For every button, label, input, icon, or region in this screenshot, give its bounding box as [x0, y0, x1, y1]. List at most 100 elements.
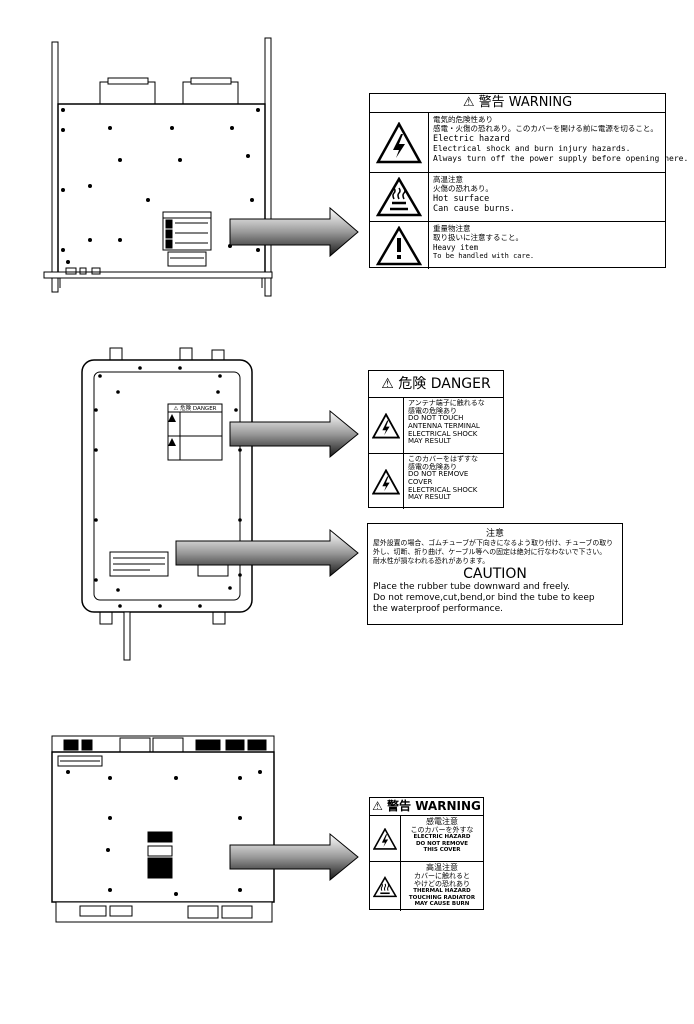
screw-dot — [238, 518, 242, 522]
danger-line: 感電の危険あり — [408, 406, 457, 415]
danger-line: ANTENNA TERMINAL — [408, 422, 480, 431]
screw-dot — [94, 448, 98, 452]
screw-dot — [118, 158, 122, 162]
screw-dot — [138, 366, 142, 370]
caution-title: CAUTION — [463, 565, 527, 582]
warning-1-line: 電気的危険性あり — [433, 115, 493, 124]
hot-surface-icon — [370, 862, 401, 911]
danger-line: DO NOT TOUCH — [408, 414, 464, 423]
danger-label: ⚠ 危険 DANGER アンテナ端子に触れるな 感電の危険あり DO NOT T… — [368, 370, 504, 509]
unit-2-drawing — [81, 347, 253, 661]
screw-dot — [118, 238, 122, 242]
caution-label: 注意 屋外設置の場合、ゴムチューブが下向きになるよう取り付け、チューブの取り 外… — [367, 523, 623, 625]
screw-dot — [178, 158, 182, 162]
screw-dot — [228, 586, 232, 590]
electric-shock-icon — [369, 398, 404, 453]
warning-2-line: TOUCHING RADIATOR — [408, 894, 476, 901]
warning-1-line: Can cause burns. — [433, 204, 515, 215]
warning-1-row-electric: 電気的危険性あり 感電・火傷の恐れあり。このカバーを開ける前に電源を切ること。 … — [370, 113, 688, 173]
screw-dot — [174, 776, 178, 780]
danger-line: アンテナ端子に触れるな — [408, 399, 485, 407]
electric-shock-icon — [370, 113, 429, 172]
warning-2-line: 高温注意 — [426, 863, 458, 872]
warning-2-row-hot: 高温注意 カバーに触れると やけどの恐れあり THERMAL HAZARD TO… — [370, 862, 483, 911]
screw-dot — [238, 776, 242, 780]
screw-dot — [88, 184, 92, 188]
screw-dot — [230, 126, 234, 130]
screw-dot — [61, 128, 65, 132]
warning-1-line: Heavy item — [433, 242, 479, 252]
warning-2-row-electric: 感電注意 このカバーを外すな ELECTRIC HAZARD DO NOT RE… — [370, 816, 483, 862]
warning-2-line: 感電注意 — [426, 817, 458, 826]
arrow-1 — [229, 206, 359, 258]
warning-2-line: MAY CAUSE BURN — [414, 900, 470, 907]
unit-1-drawing — [43, 37, 273, 297]
arrow-4 — [229, 832, 359, 882]
unit-3-screws — [66, 770, 262, 896]
screw-dot — [256, 248, 260, 252]
danger-line: ELECTRICAL SHOCK — [408, 485, 478, 494]
screw-dot — [118, 604, 122, 608]
screw-dot — [158, 604, 162, 608]
warning-1-line: To be handled with care. — [433, 252, 535, 261]
warning-1-line: 火傷の恐れあり。 — [433, 184, 493, 194]
warning-2-line: THIS COVER — [423, 846, 461, 853]
caution-line: the waterproof performance. — [373, 603, 504, 614]
danger-label-title: ⚠ 危険 DANGER — [369, 371, 503, 398]
screw-dot — [238, 448, 242, 452]
danger-row-cover: このカバーをはずすな 感電の危険あり DO NOT REMOVE COVER E… — [369, 454, 503, 509]
hot-surface-icon — [370, 173, 429, 221]
danger-line: このカバーをはずすな — [408, 455, 478, 463]
electric-shock-icon — [369, 454, 404, 509]
warning-1-line: Electric hazard — [433, 133, 510, 144]
screw-dot — [238, 816, 242, 820]
caution-jp-line: 屋外設置の場合、ゴムチューブが下向きになるよう取り付け、チューブの取り — [373, 539, 613, 547]
exclamation-icon — [370, 222, 429, 269]
warning-1-line: Electrical shock and burn injury hazards… — [433, 144, 631, 154]
caution-jp-title: 注意 — [485, 529, 504, 539]
screw-dot — [250, 198, 254, 202]
electric-shock-icon — [370, 816, 401, 861]
screw-dot — [61, 248, 65, 252]
screw-dot — [94, 408, 98, 412]
screw-dot — [116, 390, 120, 394]
caution-jp-line: 耐水性が損なわれる恐れがあります。 — [373, 556, 490, 565]
caution-line: Do not remove,cut,bend,or bind the tube … — [373, 593, 595, 604]
warning-1-row-hot: 高温注意 火傷の恐れあり。 Hot surface Can cause burn… — [370, 173, 665, 222]
danger-line: MAY RESULT — [408, 437, 451, 446]
screw-dot — [61, 188, 65, 192]
danger-line: ELECTRICAL SHOCK — [408, 429, 478, 438]
screw-dot — [94, 578, 98, 582]
warning-1-line: 高温注意 — [433, 175, 463, 184]
warning-1-row-heavy: 重量物注意 取り扱いに注意すること。 Heavy item To be hand… — [370, 222, 665, 269]
arrow-3 — [175, 528, 359, 578]
screw-dot — [66, 770, 70, 774]
warning-label-1-title: ⚠ 警告 WARNING — [370, 94, 665, 113]
screw-dot — [146, 198, 150, 202]
danger-line: 感電の危険あり — [408, 462, 457, 471]
screw-dot — [198, 604, 202, 608]
warning-2-line: カバーに触れると — [414, 872, 470, 881]
warning-1-line: Always turn off the power supply before … — [433, 154, 689, 164]
warning-1-line: 取り扱いに注意すること。 — [433, 233, 523, 243]
warning-2-line: このカバーを外すな — [410, 826, 474, 835]
screw-dot — [108, 816, 112, 820]
warning-1-line: 重量物注意 — [433, 224, 471, 233]
screw-dot — [218, 374, 222, 378]
screw-dot — [108, 776, 112, 780]
screw-dot — [216, 390, 220, 394]
screw-dot — [238, 573, 242, 577]
screw-dot — [108, 888, 112, 892]
screw-dot — [116, 588, 120, 592]
warning-2-line: DO NOT REMOVE — [415, 840, 469, 847]
screw-dot — [234, 408, 238, 412]
caution-line: Place the rubber tube downward and freel… — [373, 582, 570, 593]
danger-line: MAY RESULT — [408, 493, 451, 502]
screw-dot — [94, 518, 98, 522]
arrow-2 — [229, 409, 359, 459]
screw-dot — [238, 888, 242, 892]
screw-dot — [174, 892, 178, 896]
screw-dot — [61, 108, 65, 112]
unit-3-drawing — [51, 735, 275, 923]
